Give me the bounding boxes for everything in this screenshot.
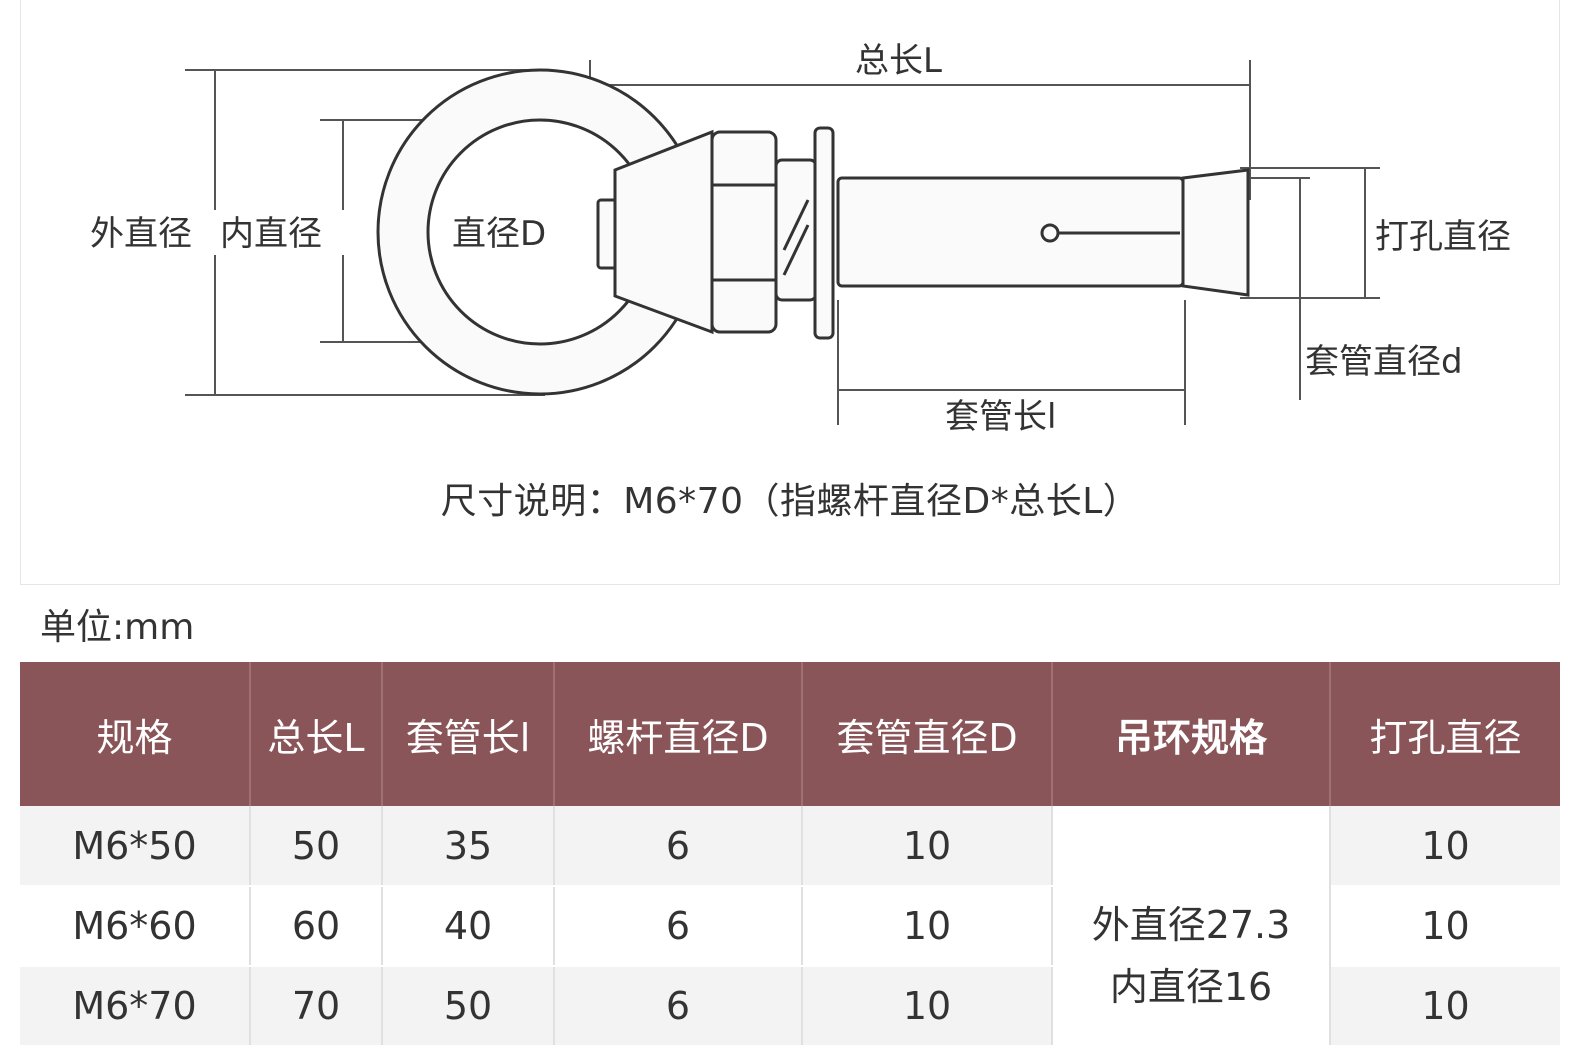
cell-ring-spec: 外直径27.3 内直径16 <box>1052 806 1331 1047</box>
cell-drill-diameter: 10 <box>1330 886 1560 967</box>
cell-drill-diameter: 10 <box>1330 806 1560 887</box>
cell-sleeve-diameter: 10 <box>802 966 1053 1047</box>
cell-sleeve-diameter: 10 <box>802 806 1053 887</box>
diameter-d-label: 直径D <box>452 214 546 254</box>
cell-total-length: 60 <box>250 886 383 967</box>
total-length-label: 总长L <box>855 41 942 81</box>
table-row: M6*70 70 50 6 10 10 <box>20 966 1560 1047</box>
cell-spec: M6*60 <box>20 886 251 967</box>
ring-inner-diameter: 内直径16 <box>1109 965 1273 1009</box>
cell-sleeve-diameter: 10 <box>802 886 1053 967</box>
drill-diameter-label: 打孔直径 <box>1375 217 1511 257</box>
sleeve-diameter-label: 套管直径d <box>1305 342 1463 382</box>
header-spec: 规格 <box>20 662 251 806</box>
cell-total-length: 70 <box>250 966 383 1047</box>
header-sleeve-length: 套管长l <box>382 662 555 806</box>
eye-bolt-diagram: 总长L 外直径 内直径 直径D 打孔直径 套管直径d 套管长l <box>90 41 1511 437</box>
ring-outer-diameter: 外直径27.3 <box>1091 903 1291 947</box>
header-sleeve-diameter: 套管直径D <box>802 662 1053 806</box>
header-drill-diameter: 打孔直径 <box>1330 662 1560 806</box>
outer-diameter-label: 外直径 <box>90 214 192 254</box>
table-row: M6*60 60 40 6 10 10 <box>20 886 1560 967</box>
spec-table: 规格 总长L 套管长l 螺杆直径D 套管直径D 吊环规格 打孔直径 M6*50 … <box>20 662 1560 1047</box>
cell-sleeve-length: 40 <box>382 886 555 967</box>
cell-sleeve-length: 35 <box>382 806 555 887</box>
dimension-caption: 尺寸说明：M6*70（指螺杆直径D*总长L） <box>440 481 1140 522</box>
header-total-length: 总长L <box>250 662 383 806</box>
cell-drill-diameter: 10 <box>1330 966 1560 1047</box>
table-header-row: 规格 总长L 套管长l 螺杆直径D 套管直径D 吊环规格 打孔直径 <box>20 662 1560 806</box>
inner-diameter-label: 内直径 <box>220 214 322 254</box>
cell-screw-diameter: 6 <box>554 886 803 967</box>
header-screw-diameter: 螺杆直径D <box>554 662 803 806</box>
cell-screw-diameter: 6 <box>554 806 803 887</box>
unit-label: 单位:mm <box>40 607 195 648</box>
cell-total-length: 50 <box>250 806 383 887</box>
header-ring-spec: 吊环规格 <box>1052 662 1331 806</box>
cell-spec: M6*70 <box>20 966 251 1047</box>
cell-screw-diameter: 6 <box>554 966 803 1047</box>
sleeve-length-label: 套管长l <box>945 397 1056 437</box>
cell-spec: M6*50 <box>20 806 251 887</box>
table-row: M6*50 50 35 6 10 外直径27.3 内直径16 10 <box>20 806 1560 1047</box>
cell-sleeve-length: 50 <box>382 966 555 1047</box>
